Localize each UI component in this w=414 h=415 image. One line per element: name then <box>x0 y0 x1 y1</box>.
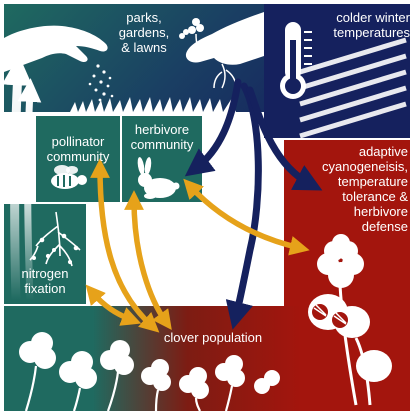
herbivore-community-label: herbivore community <box>122 122 202 152</box>
nitrogen-fixation-label: nitrogen fixation <box>4 266 86 296</box>
adaptive-traits-label: adaptive cyanogeneisis, temperature tole… <box>290 144 408 234</box>
parks-gardens-lawns-label: parks, gardens, & lawns <box>112 10 176 55</box>
clover-population-label: clover population <box>148 330 278 345</box>
colder-winter-temperatures-label: colder winter temperatures <box>314 10 410 40</box>
pollinator-community-label: pollinator community <box>36 134 120 164</box>
